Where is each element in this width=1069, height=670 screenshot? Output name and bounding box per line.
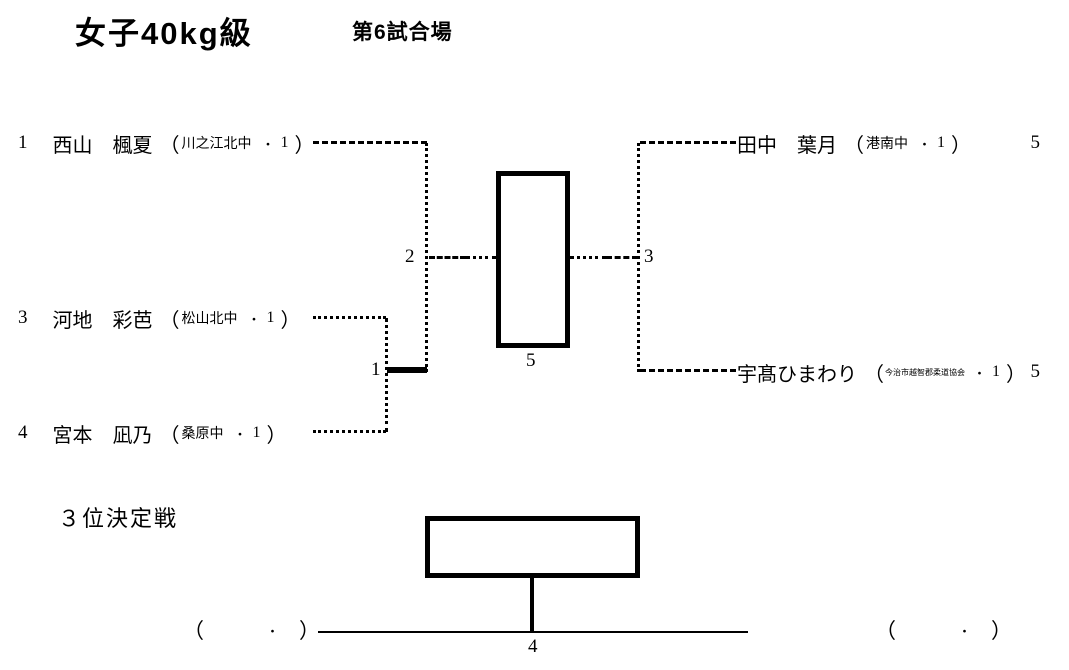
player-name: 河地 彩芭 xyxy=(52,309,153,332)
club-name: 桑原中 xyxy=(181,427,224,442)
draw-number: 3 xyxy=(18,307,28,328)
grade-number: 1 xyxy=(937,134,946,151)
interpunct: ・ xyxy=(958,623,972,639)
final-match-box xyxy=(496,171,570,348)
line-player-right1-horizontal xyxy=(640,141,736,144)
paren-close: ） xyxy=(991,619,1013,643)
line-player-right2-horizontal xyxy=(640,369,736,372)
line-right-vertical xyxy=(637,143,640,372)
paren-close: ） xyxy=(266,424,287,447)
line-left-vertical xyxy=(425,143,428,372)
interpunct: ・ xyxy=(266,623,280,639)
match-label-1: 1 xyxy=(371,359,381,380)
grade-number: 1 xyxy=(252,424,261,441)
match1-winner-bar xyxy=(387,367,427,373)
player-row-left-2: 3 河地 彩芭 （ 松山北中 ・ 1 ） xyxy=(18,303,301,333)
player-name: 宮本 凪乃 xyxy=(52,424,153,447)
grade-number: 1 xyxy=(266,309,275,326)
paren-close: ） xyxy=(294,134,315,157)
player-name: 宇髙ひまわり xyxy=(737,363,857,386)
match-area-label: 第6試合場 xyxy=(352,21,453,44)
line-match3-dotted xyxy=(570,256,606,259)
grade-number: 1 xyxy=(280,134,289,151)
draw-number: 4 xyxy=(18,422,28,443)
line-match1-vertical xyxy=(385,318,388,432)
player-row-left-1: 1 西山 楓夏 （ 川之江北中 ・ 1 ） xyxy=(18,128,315,158)
player-row-right-2: 宇髙ひまわり （ 今治市越智郡柔道協会 ・ 1 ） 5 xyxy=(737,357,1040,387)
interpunct: ・ xyxy=(247,311,261,327)
paren-close: ） xyxy=(1006,363,1027,386)
interpunct: ・ xyxy=(233,426,247,442)
paren-close: ） xyxy=(299,619,321,643)
paren-open: （ xyxy=(864,363,884,386)
interpunct: ・ xyxy=(973,365,987,381)
third-place-vertical-line xyxy=(530,577,534,632)
match-label-5: 5 xyxy=(526,350,536,371)
line-match2-dashed xyxy=(429,256,466,259)
paren-open: （ xyxy=(183,619,204,643)
player-row-left-3: 4 宮本 凪乃 （ 桑原中 ・ 1 ） xyxy=(18,418,287,448)
third-place-horizontal-line xyxy=(318,631,748,633)
interpunct: ・ xyxy=(918,136,932,152)
draw-number: 5 xyxy=(1030,361,1041,382)
paren-close: ） xyxy=(280,309,301,332)
match-label-4: 4 xyxy=(528,636,538,657)
line-match2-dotted xyxy=(466,256,496,259)
grade-number: 1 xyxy=(992,363,1001,380)
line-player4-horizontal xyxy=(313,430,386,433)
player-name: 田中 葉月 xyxy=(737,134,837,157)
third-place-right-slot: （ ・ ） xyxy=(875,616,1012,644)
paren-open: （ xyxy=(844,134,864,157)
paren-open: （ xyxy=(159,309,180,332)
draw-number: 5 xyxy=(1030,132,1041,153)
draw-number: 1 xyxy=(18,132,28,153)
match-label-2: 2 xyxy=(405,246,415,267)
club-name: 港南中 xyxy=(866,137,908,152)
player-row-right-1: 田中 葉月 （ 港南中 ・ 1 ） 5 xyxy=(737,128,1040,158)
paren-open: （ xyxy=(159,134,180,157)
third-place-match-box xyxy=(425,516,640,578)
paren-open: （ xyxy=(159,424,180,447)
club-name: 松山北中 xyxy=(181,312,238,327)
third-place-title: ３位決定戦 xyxy=(58,506,179,531)
player-name: 西山 楓夏 xyxy=(52,134,153,157)
line-player3-horizontal xyxy=(313,316,386,319)
club-name: 川之江北中 xyxy=(181,137,252,152)
weight-class-title: 女子40kg級 xyxy=(75,16,253,51)
paren-close: ） xyxy=(951,134,972,157)
line-player1-horizontal xyxy=(313,141,427,144)
line-match3-dashed xyxy=(606,256,638,259)
interpunct: ・ xyxy=(261,136,275,152)
third-place-left-slot: （ ・ ） xyxy=(183,616,320,644)
paren-open: （ xyxy=(875,619,896,643)
club-name: 今治市越智郡柔道協会 xyxy=(885,367,965,377)
match-label-3: 3 xyxy=(644,246,654,267)
